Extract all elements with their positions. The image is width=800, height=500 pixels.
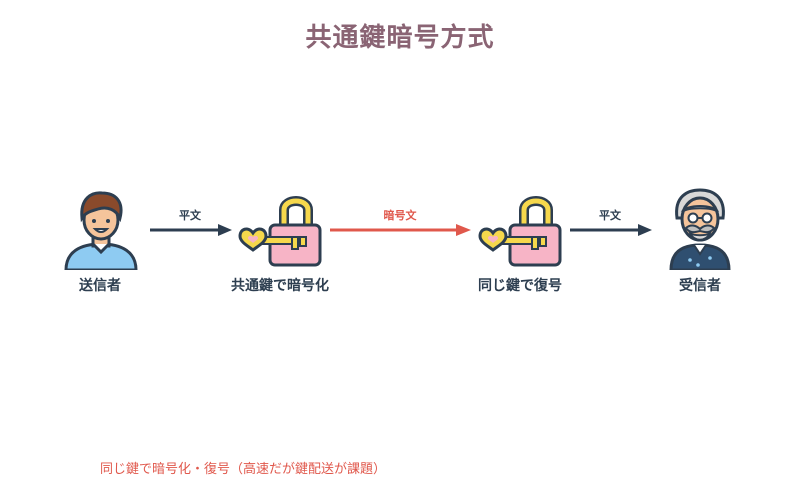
old-man-icon	[669, 188, 731, 270]
padlock-key-icon	[238, 196, 322, 267]
padlock-key-icon	[478, 196, 562, 267]
arrow-label-plaintext-1: 平文	[179, 209, 201, 222]
decrypt-label: 同じ鍵で復号	[478, 278, 562, 294]
arrow-sender-to-encrypt	[150, 224, 232, 236]
diagram-title: 共通鍵暗号方式	[305, 23, 495, 53]
arrow-encrypt-to-decrypt	[330, 224, 471, 236]
arrow-label-plaintext-2: 平文	[599, 209, 621, 222]
footnote: 同じ鍵で暗号化・復号（高速だが鍵配送が課題）	[100, 462, 387, 477]
encrypt-label: 共通鍵で暗号化	[231, 278, 329, 294]
receiver-label: 受信者	[679, 278, 721, 294]
arrow-label-ciphertext: 暗号文	[383, 209, 417, 222]
young-man-icon	[64, 191, 138, 270]
sender-label: 送信者	[79, 278, 121, 294]
arrow-decrypt-to-receiver	[570, 224, 652, 236]
